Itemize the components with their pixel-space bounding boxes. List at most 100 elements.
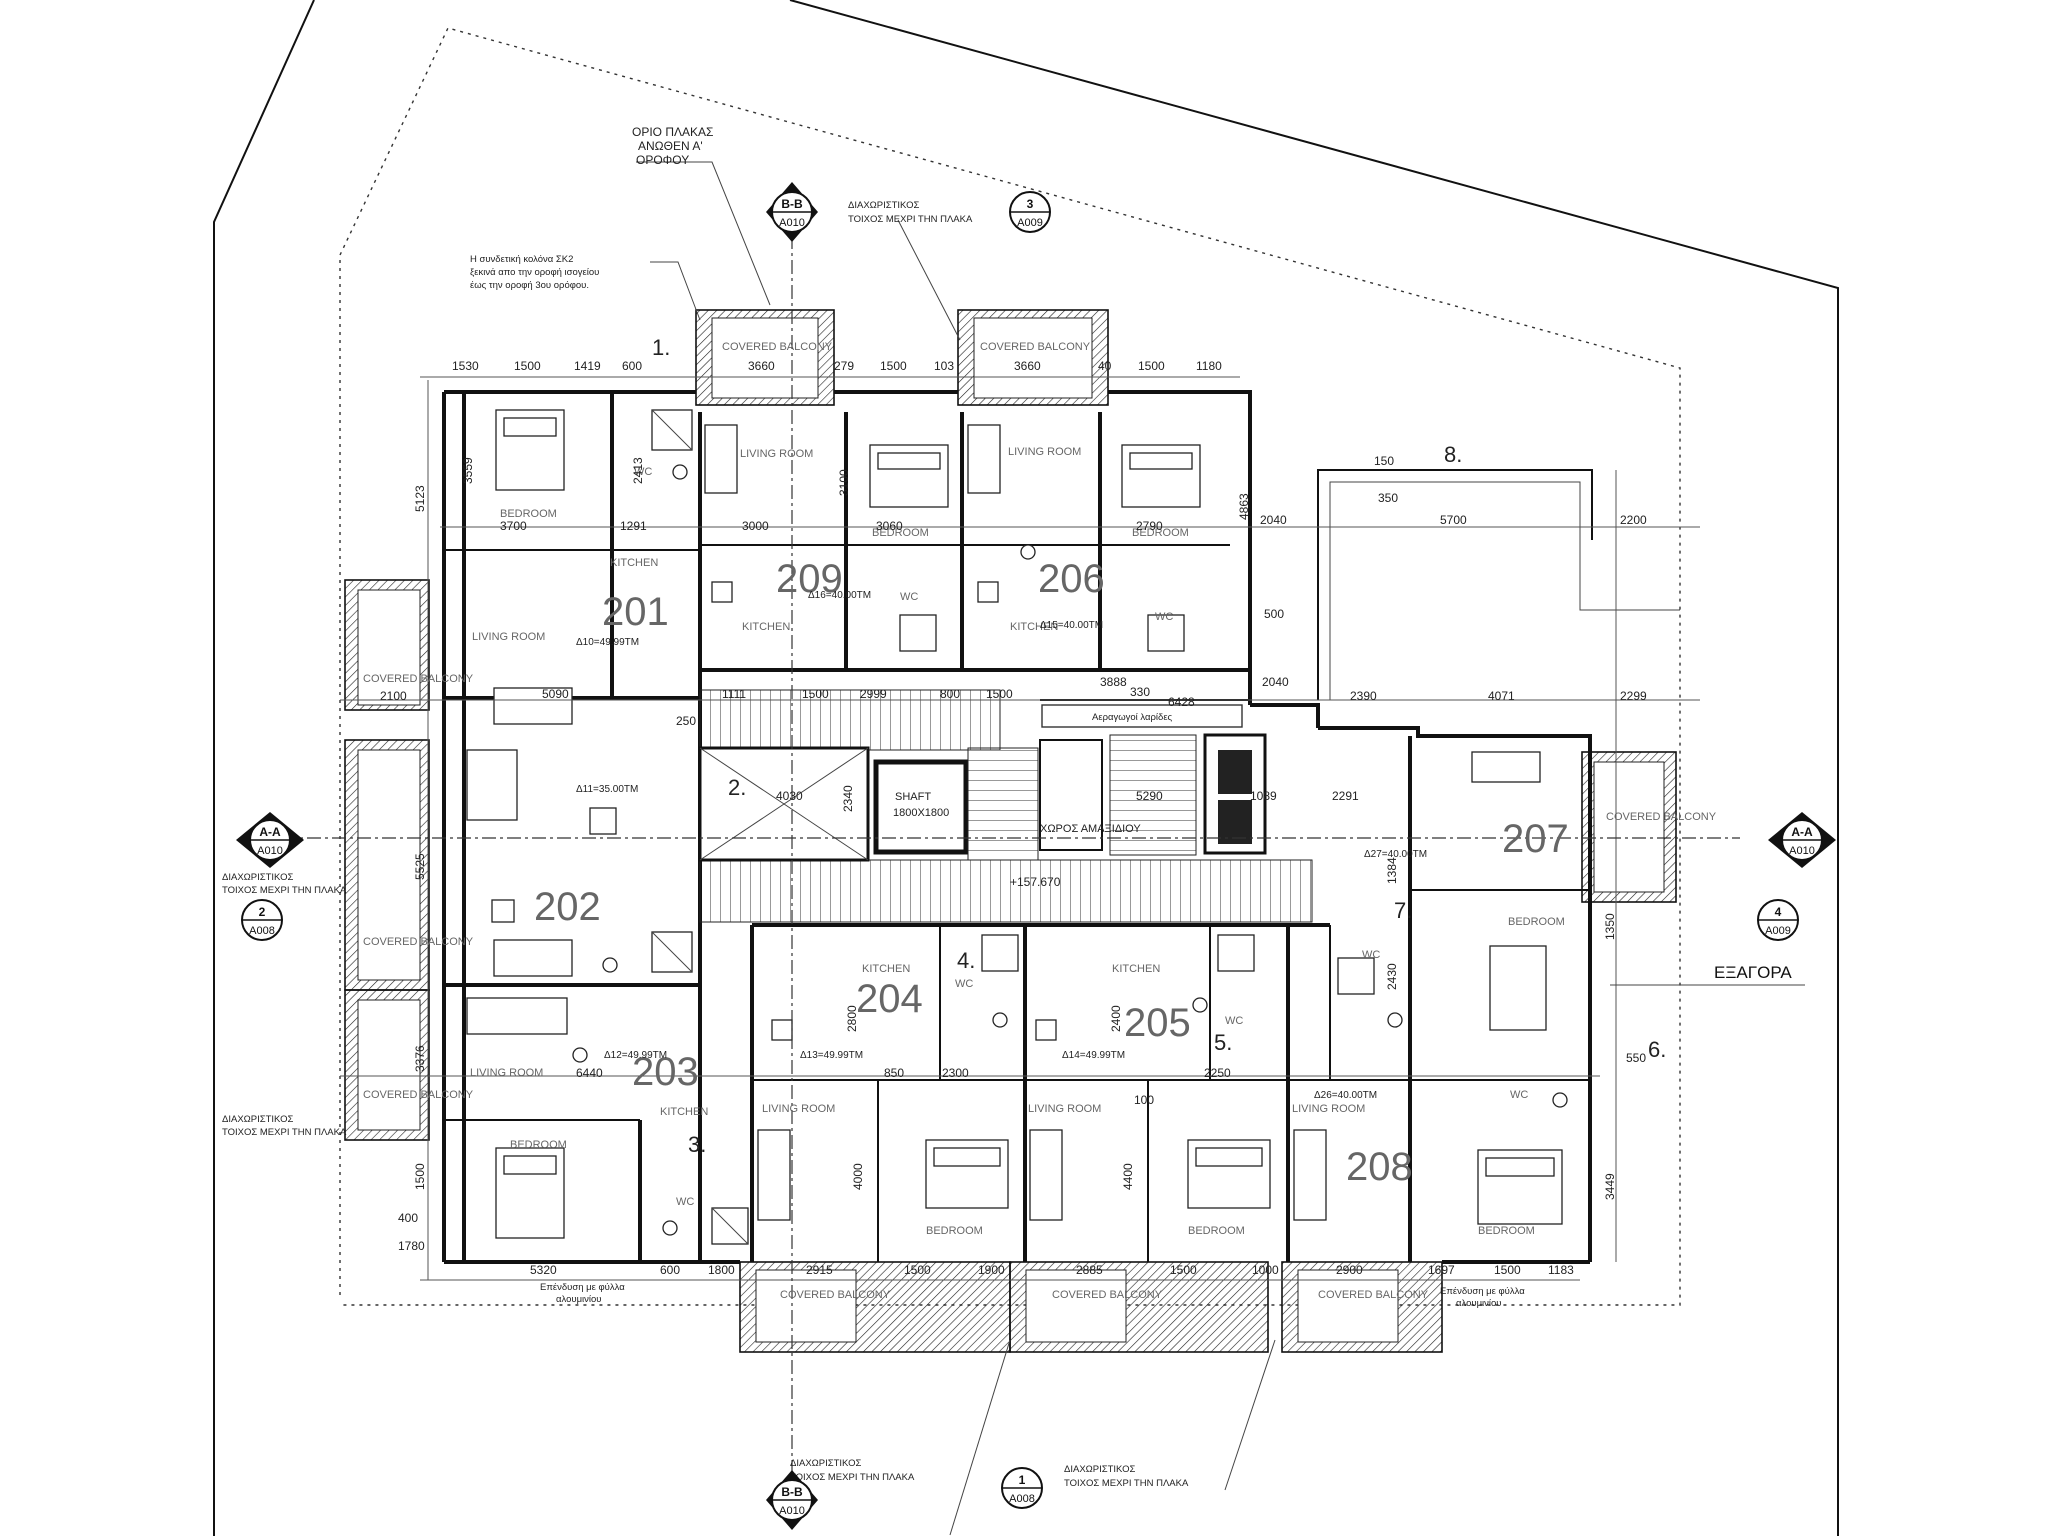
note-column: Η συνδετική κολόνα ΣΚ2 [470,254,573,265]
svg-text:1384: 1384 [1385,857,1399,884]
section-tag: A-A A010 [236,812,304,868]
unit-208-area: Δ26=40.00TM [1314,1090,1377,1101]
unit-207-area: Δ27=40.00TM [1364,849,1427,860]
note-partition: ΔΙΑΧΩΡΙΣΤΙΚΟΣ [222,872,293,883]
svg-text:250: 250 [676,714,696,728]
room-covered-balcony: COVERED BALCONY [363,673,474,685]
room-wc: WC [1510,1089,1528,1101]
svg-text:400: 400 [398,1211,418,1225]
unit-203: 203 [632,1050,699,1094]
room-covered-balcony: COVERED BALCONY [363,1089,474,1101]
svg-text:2250: 2250 [1204,1066,1231,1080]
svg-text:150: 150 [1374,454,1394,468]
room-living: LIVING ROOM [472,631,545,643]
note-level: +157.670 [1010,875,1061,889]
unit-labels: 201 Δ10=49.99TM 202 Δ11=35.00TM 203 Δ12=… [534,557,1569,1189]
svg-text:A010: A010 [779,1505,805,1517]
svg-text:2915: 2915 [806,1263,833,1277]
svg-text:1900: 1900 [978,1263,1005,1277]
unit-206-area: Δ15=40.00TM [1040,620,1103,631]
svg-text:2413: 2413 [631,457,645,484]
svg-text:5700: 5700 [1440,513,1467,527]
svg-text:3449: 3449 [1603,1173,1617,1200]
section-tags: B-B A010 3 A009 A-A A010 A-A A010 2 [236,182,1836,1530]
note-partition: ΔΙΑΧΩΡΙΣΤΙΚΟΣ [1064,1464,1135,1475]
svg-text:330: 330 [1130,685,1150,699]
room-wc: WC [1225,1015,1243,1027]
svg-text:2300: 2300 [942,1066,969,1080]
svg-text:1500: 1500 [802,687,829,701]
section-tag: 1 A008 [1001,1467,1043,1509]
svg-text:1111: 1111 [722,687,746,701]
unit-203-area: Δ12=49.99TM [604,1050,667,1061]
furniture [466,409,1568,1245]
terrace [1317,469,1680,700]
svg-text:550: 550 [1626,1051,1646,1065]
svg-text:ΤΟΙΧΟΣ ΜΕΧΡΙ ΤΗΝ ΠΛΑΚΑ: ΤΟΙΧΟΣ ΜΕΧΡΙ ΤΗΝ ΠΛΑΚΑ [848,214,973,225]
room-living: LIVING ROOM [470,1067,543,1079]
note-cladding: Επένδυση με φύλλα [1440,1286,1525,1297]
unit-209-area: Δ16=40.00TM [808,590,871,601]
svg-text:ξεκινά απο την οροφή ισογείου: ξεκινά απο την οροφή ισογείου [470,267,599,278]
svg-text:1089: 1089 [1250,789,1277,803]
svg-text:1180: 1180 [1196,359,1222,373]
unit-205-area: Δ14=49.99TM [1062,1050,1125,1061]
svg-text:2430: 2430 [1385,963,1399,990]
svg-text:3: 3 [1027,197,1034,211]
room-living: LIVING ROOM [1292,1103,1365,1115]
unit-202: 202 [534,885,601,929]
svg-text:ΤΟΙΧΟΣ ΜΕΧΡΙ ΤΗΝ ΠΛΑΚΑ: ΤΟΙΧΟΣ ΜΕΧΡΙ ΤΗΝ ΠΛΑΚΑ [222,885,347,896]
room-kitchen: KITCHEN [660,1106,708,1118]
unit-207: 207 [1502,817,1569,861]
svg-text:1500: 1500 [413,1163,427,1190]
svg-text:3559: 3559 [461,457,475,484]
room-covered-balcony: COVERED BALCONY [722,341,833,353]
svg-text:1500: 1500 [514,359,541,373]
svg-text:A008: A008 [1009,1493,1035,1505]
unit-202-area: Δ11=35.00TM [576,784,638,795]
room-kitchen: KITCHEN [610,557,658,569]
svg-text:A010: A010 [257,845,283,857]
room-shaft-size: 1800X1800 [893,807,949,819]
svg-text:1291: 1291 [620,519,647,533]
svg-text:A009: A009 [1017,217,1043,229]
unit-201-area: Δ10=49.99TM [576,637,639,648]
svg-text:1000: 1000 [1252,1263,1279,1277]
svg-text:350: 350 [1378,491,1398,505]
section-tag: 4 A009 [1757,899,1799,941]
unit-209: 209 [776,557,843,601]
room-living: LIVING ROOM [762,1103,835,1115]
svg-text:2885: 2885 [1076,1263,1103,1277]
svg-text:ΤΟΙΧΟΣ ΜΕΧΡΙ ΤΗΝ ΠΛΑΚΑ: ΤΟΙΧΟΣ ΜΕΧΡΙ ΤΗΝ ΠΛΑΚΑ [1064,1478,1189,1489]
room-covered-balcony: COVERED BALCONY [1052,1289,1163,1301]
marker-8: 8. [1444,442,1462,467]
svg-text:1500: 1500 [1138,359,1165,373]
room-shaft: SHAFT [895,791,931,803]
svg-text:A008: A008 [249,925,275,937]
svg-text:279: 279 [834,359,854,373]
svg-text:2100: 2100 [380,689,407,703]
room-wc: WC [900,591,918,603]
svg-text:1500: 1500 [986,687,1013,701]
markers: 1. 2. 3. 4. 5. 6. 7. 8. [652,335,1666,1157]
svg-text:1183: 1183 [1548,1263,1574,1277]
room-bedroom: BEDROOM [1478,1225,1535,1237]
svg-text:1419: 1419 [574,359,601,373]
marker-7: 7. [1394,898,1412,923]
svg-text:B-B: B-B [781,197,803,211]
svg-text:5290: 5290 [1136,789,1163,803]
svg-text:1780: 1780 [398,1239,425,1253]
svg-text:2999: 2999 [860,687,887,701]
svg-text:A010: A010 [1789,845,1815,857]
svg-text:600: 600 [660,1263,680,1277]
note-exagora: ΕΞΑΓΟΡΑ [1714,963,1792,982]
svg-text:100: 100 [1134,1093,1154,1107]
balconies [344,309,1677,1353]
room-bedroom: BEDROOM [926,1225,983,1237]
svg-text:3888: 3888 [1100,675,1127,689]
svg-text:2040: 2040 [1260,513,1287,527]
svg-text:2790: 2790 [1136,519,1163,533]
svg-text:500: 500 [1264,607,1284,621]
svg-text:2800: 2800 [845,1005,859,1032]
svg-text:6428: 6428 [1168,695,1195,709]
